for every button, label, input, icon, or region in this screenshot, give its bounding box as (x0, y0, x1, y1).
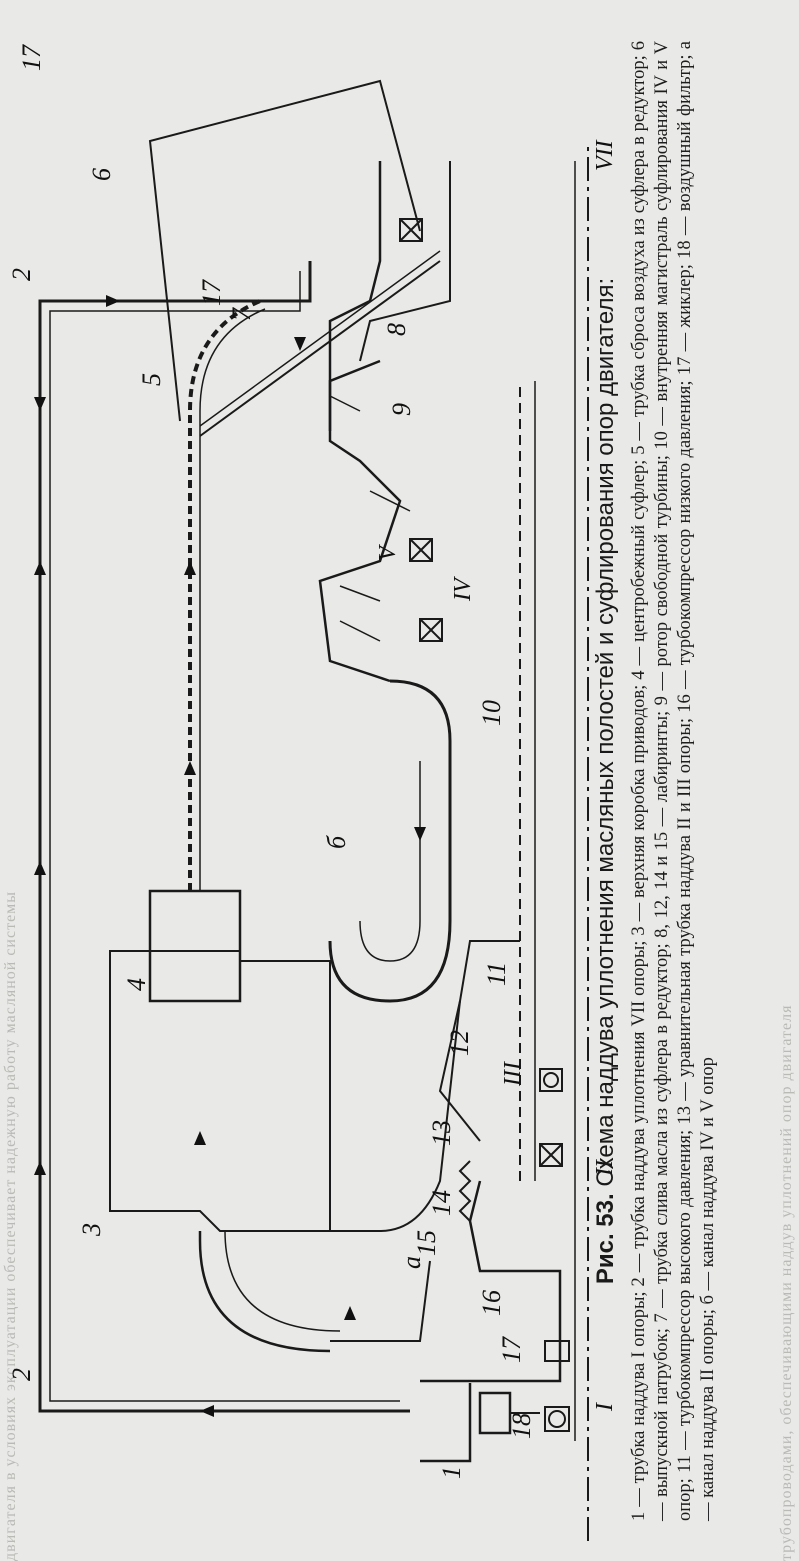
figure-number: Рис. 53. (592, 1193, 619, 1285)
engine-schematic: 1 2 2 3 4 5 б 6 7 8 9 10 11 12 13 14 15 … (7, 44, 618, 1561)
air-filter-18 (480, 1393, 510, 1433)
bleed-through-text-bottom: трубопроводами, обеспечивающими наддув у… (778, 1004, 795, 1561)
bearing-IV (420, 619, 442, 641)
label-b-channel: б (322, 835, 351, 849)
label-18: 18 (507, 1413, 536, 1439)
bearing-II (540, 1144, 562, 1166)
label-10: 10 (477, 700, 506, 726)
figure-caption: Рис. 53. Схема наддува уплотнения маслян… (592, 41, 620, 1521)
label-14: 14 (427, 1190, 456, 1216)
gearbox-3 (110, 951, 330, 1231)
label-2b: 2 (7, 268, 36, 281)
bearing-III (540, 1069, 562, 1091)
label-1: 1 (437, 1466, 466, 1479)
label-15: 15 (412, 1230, 441, 1256)
bearing-VII (400, 219, 422, 241)
label-roman-I: I (592, 1402, 618, 1412)
label-8: 8 (382, 323, 411, 336)
caption-block: Рис. 53. Схема наддува уплотнения маслян… (592, 41, 720, 1521)
label-12: 12 (445, 1030, 474, 1056)
label-17a: 17 (497, 1336, 526, 1363)
pipe-2 (40, 261, 410, 1411)
label-7: 7 (227, 307, 256, 321)
tube-7 (200, 261, 440, 436)
labyrinth-15 (460, 1161, 470, 1221)
label-5: 5 (137, 373, 166, 386)
label-roman-VII: VII (592, 139, 618, 171)
label-17c: 17 (17, 44, 46, 71)
label-13: 13 (427, 1120, 456, 1146)
label-9: 9 (387, 403, 416, 416)
label-roman-III: III (500, 1061, 526, 1087)
label-roman-V: V (375, 544, 401, 561)
label-roman-IV: IV (450, 576, 476, 602)
exhaust-6 (150, 81, 420, 421)
label-roman-II: II (592, 1159, 618, 1177)
tube-5 (190, 301, 260, 891)
combustor-scroll (330, 681, 450, 1001)
flow-arrows (34, 295, 426, 1417)
label-6: 6 (87, 168, 116, 181)
compressor-11 (440, 941, 520, 1141)
breather-4 (150, 891, 240, 1001)
compressor-16 (420, 1181, 560, 1381)
bearing-I (545, 1407, 569, 1431)
turbine-rotor-9 (330, 161, 380, 431)
figure-legend: 1 — трубка наддува I опоры; 2 — трубка н… (629, 41, 718, 1521)
label-a-channel: a (397, 1256, 426, 1269)
figure-title: Схема наддува уплотнения масляных полост… (592, 277, 619, 1187)
pipe-1 (420, 1383, 470, 1461)
label-11: 11 (482, 962, 511, 986)
label-17b: 17 (197, 279, 226, 306)
label-2a: 2 (7, 1368, 36, 1381)
label-3: 3 (77, 1223, 106, 1237)
label-16: 16 (477, 1290, 506, 1316)
bearing-V (410, 539, 432, 561)
label-4: 4 (122, 978, 151, 991)
